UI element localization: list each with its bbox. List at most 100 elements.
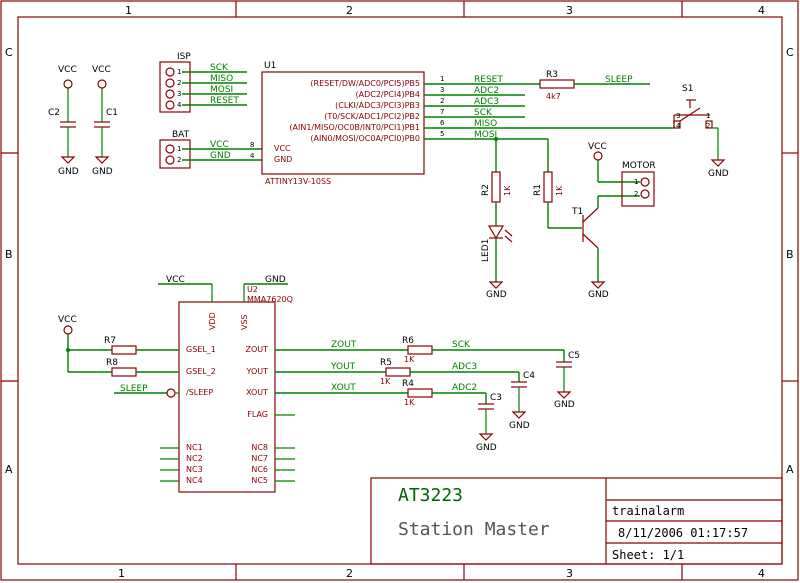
zone-bottom-3: 3 <box>566 567 573 580</box>
svg-text:R3: R3 <box>546 70 558 80</box>
svg-text:R1: R1 <box>533 184 543 196</box>
isp-header: ISP 12 34 SCK MISO MOSI RESET <box>159 52 247 113</box>
bat-name: BAT <box>172 130 190 140</box>
svg-text:R8: R8 <box>106 358 118 368</box>
sheet-number: Sheet: 1/1 <box>612 548 684 562</box>
svg-text:ZOUT: ZOUT <box>245 345 268 354</box>
isp-miso: MISO <box>210 74 233 84</box>
zone-left-a: A <box>5 463 13 476</box>
svg-text:NC3: NC3 <box>186 465 203 474</box>
svg-text:R4: R4 <box>402 379 414 389</box>
svg-text:6: 6 <box>440 119 445 127</box>
sleep-net: SLEEP <box>605 75 633 85</box>
bat-vcc: VCC <box>210 140 229 150</box>
c1-name: C1 <box>106 108 118 118</box>
c2-gnd-label: GND <box>58 167 79 177</box>
u2-sleep-net: SLEEP <box>120 384 148 394</box>
gsel-resistors-r7-r8: VCC R7 R8 SLEEP <box>58 315 179 398</box>
svg-text:GND: GND <box>588 290 609 300</box>
zone-left-b: B <box>5 248 13 261</box>
u1-value: ATTINY13V-10SS <box>265 177 331 186</box>
svg-text:NC6: NC6 <box>251 465 268 474</box>
svg-text:4: 4 <box>676 122 681 130</box>
zone-left-c: C <box>5 46 13 59</box>
svg-text:FLAG: FLAG <box>247 410 268 419</box>
resistor-r3: R3 4k7 SLEEP <box>539 70 650 101</box>
svg-text:YOUT: YOUT <box>330 362 356 372</box>
svg-text:ADC3: ADC3 <box>474 97 499 107</box>
u1-attiny13: U1 ATTINY13V-10SS VCC GND 8 4 (RESET/DW/… <box>250 61 674 186</box>
isp-mosi: MOSI <box>210 85 233 95</box>
svg-text:NC5: NC5 <box>251 476 268 485</box>
isp-sck: SCK <box>210 63 229 73</box>
bat-gnd: GND <box>210 151 231 161</box>
svg-text:3: 3 <box>676 112 680 120</box>
svg-text:4: 4 <box>250 152 255 160</box>
svg-text:1K: 1K <box>404 398 415 407</box>
svg-text:SCK: SCK <box>452 340 471 350</box>
svg-text:(T0/SCK/ADC1/PCI2)PB2: (T0/SCK/ADC1/PCI2)PB2 <box>324 112 420 121</box>
svg-text:SCK: SCK <box>474 108 493 118</box>
svg-text:VDD: VDD <box>208 312 217 330</box>
motor-name: MOTOR <box>622 161 656 171</box>
svg-text:/SLEEP: /SLEEP <box>186 388 213 397</box>
svg-text:2: 2 <box>634 190 638 198</box>
isp-reset: RESET <box>210 96 239 106</box>
svg-text:(AIN1/MISO/OC0B/INT0/PCI1)PB1: (AIN1/MISO/OC0B/INT0/PCI1)PB1 <box>289 123 420 132</box>
zone-top-3: 3 <box>566 4 573 17</box>
bat-header: BAT 12 VCC GND <box>159 130 262 169</box>
c1-vcc-label: VCC <box>92 65 111 75</box>
svg-text:(AIN0/MOSI/OC0A/PCI0)PB0: (AIN0/MOSI/OC0A/PCI0)PB0 <box>310 134 420 143</box>
svg-text:(RESET/DW/ADC0/PCI5)PB5: (RESET/DW/ADC0/PCI5)PB5 <box>310 79 420 88</box>
svg-text:7: 7 <box>440 108 444 116</box>
svg-text:GSEL_2: GSEL_2 <box>186 367 216 376</box>
svg-text:VCC: VCC <box>274 144 291 153</box>
svg-text:5: 5 <box>440 130 444 138</box>
svg-text:ADC2: ADC2 <box>452 383 477 393</box>
svg-text:(ADC2/PCI4)PB4: (ADC2/PCI4)PB4 <box>355 90 420 99</box>
u1-name: U1 <box>264 61 276 71</box>
inner-frame <box>17 16 783 565</box>
svg-text:GND: GND <box>265 275 286 285</box>
resistor-r1-transistor-t1: R1 1K T1 GND <box>533 139 609 300</box>
svg-text:R2: R2 <box>481 184 491 196</box>
svg-text:NC2: NC2 <box>186 454 203 463</box>
zone-bottom-4: 4 <box>758 567 765 580</box>
svg-text:MISO: MISO <box>474 119 497 129</box>
svg-text:1K: 1K <box>404 355 415 364</box>
svg-text:XOUT: XOUT <box>331 383 356 393</box>
svg-text:4: 4 <box>177 101 182 109</box>
yout-filter: YOUT R5 1K ADC3 C4 GND <box>275 358 535 431</box>
svg-text:VCC: VCC <box>166 275 185 285</box>
svg-text:NC7: NC7 <box>251 454 268 463</box>
svg-text:GND: GND <box>476 443 497 453</box>
svg-text:3: 3 <box>177 90 181 98</box>
svg-text:MOSI: MOSI <box>474 130 497 140</box>
svg-text:1K: 1K <box>555 185 564 196</box>
svg-text:VCC: VCC <box>588 142 607 152</box>
svg-text:U2: U2 <box>247 285 258 294</box>
title-block: AT3223 Station Master trainalarm 8/11/20… <box>370 477 783 565</box>
svg-text:GSEL_1: GSEL_1 <box>186 345 216 354</box>
svg-text:GND: GND <box>708 169 729 179</box>
zone-top-4: 4 <box>758 4 765 17</box>
svg-text:GND: GND <box>554 400 575 410</box>
svg-text:LED1: LED1 <box>481 239 491 262</box>
zone-bottom-2: 2 <box>346 567 353 580</box>
switch-s1: S1 3 1 4 2 GND <box>673 84 729 179</box>
svg-text:1K: 1K <box>380 377 391 386</box>
svg-text:GND: GND <box>486 290 507 300</box>
svg-text:1: 1 <box>706 112 710 120</box>
svg-text:VCC: VCC <box>58 315 77 325</box>
svg-text:NC1: NC1 <box>186 443 203 452</box>
svg-text:R5: R5 <box>380 358 392 368</box>
svg-text:2: 2 <box>706 122 710 130</box>
svg-text:S1: S1 <box>682 84 693 94</box>
svg-text:R7: R7 <box>104 336 116 346</box>
c2-vcc-label: VCC <box>58 65 77 75</box>
svg-text:GND: GND <box>274 155 292 164</box>
svg-text:1: 1 <box>177 68 181 76</box>
